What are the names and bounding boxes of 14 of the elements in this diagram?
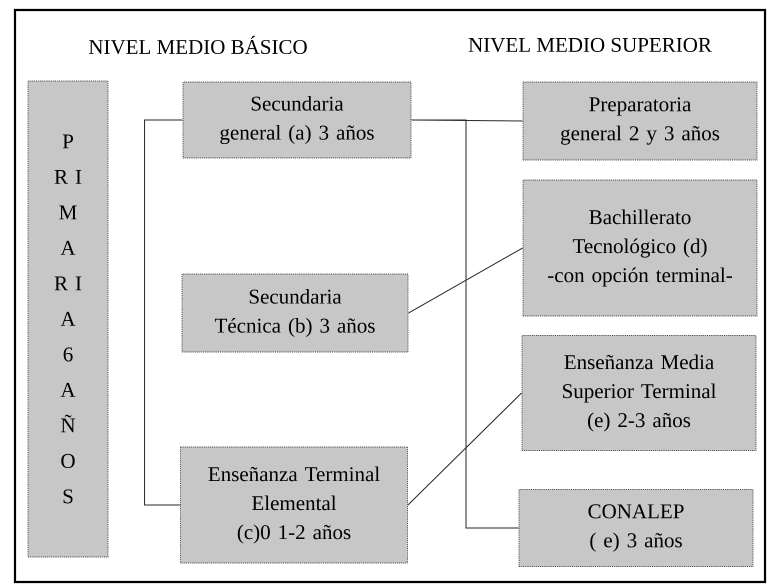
connector-line (410, 120, 520, 528)
stage-box: Enseñanza Terminal Elemental (c)0 1-2 años (180, 446, 408, 564)
primary-bar: P R I M A R I A 6 A Ñ O S (28, 80, 108, 558)
connector-line (408, 248, 524, 314)
stage-box: Secundaria Técnica (b) 3 años (182, 274, 408, 352)
connector-line (407, 392, 522, 506)
level-heading: NIVEL MEDIO SUPERIOR (468, 38, 712, 52)
level-heading: NIVEL MEDIO BÁSICO (88, 36, 307, 54)
connector-line (144, 120, 184, 506)
stage-box: CONALEP ( e) 3 años (518, 489, 754, 567)
stage-box: Preparatoria general 2 y 3 años (522, 82, 758, 160)
stage-box: Bachillerato Tecnológico (d) -con opción terminal- (522, 180, 758, 316)
stage-box: Enseñanza Media Superior Terminal (e) 2-3 años (522, 335, 756, 451)
stage-box: Secundaria general (a) 3 años (182, 82, 412, 158)
